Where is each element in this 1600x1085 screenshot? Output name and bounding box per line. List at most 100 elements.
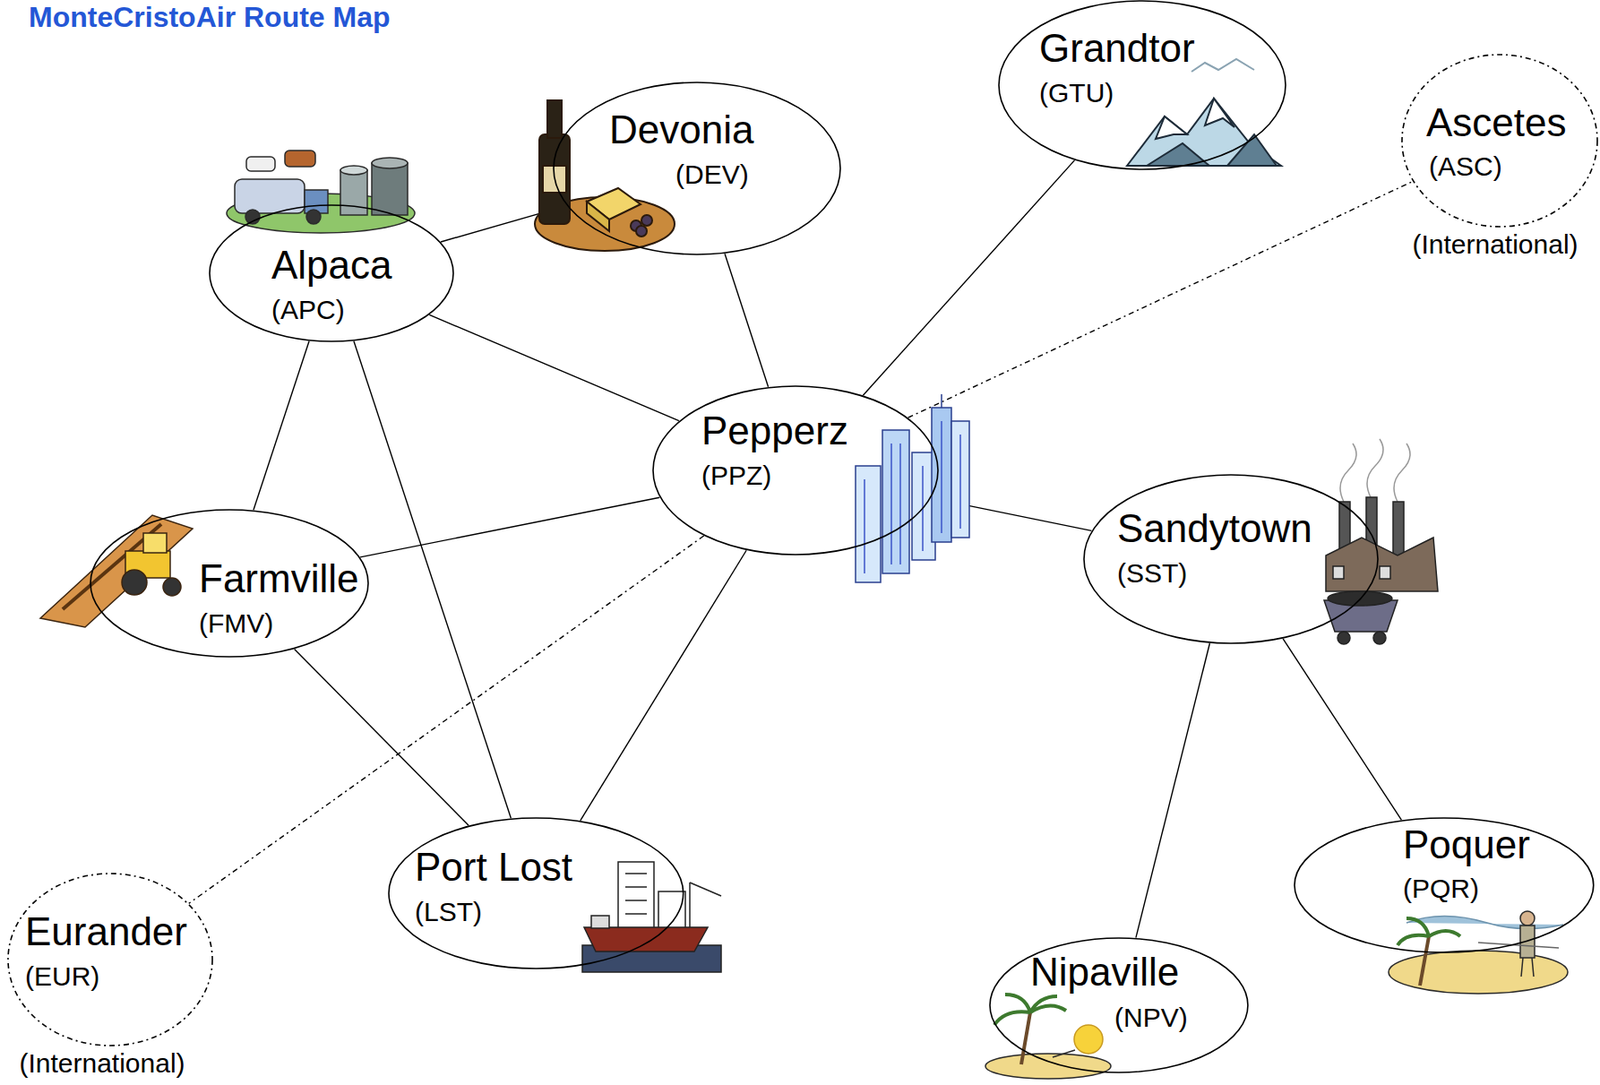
city-name: Devonia [609, 110, 754, 150]
region-note: (International) [18, 1049, 185, 1077]
ellipse-outline [7, 872, 214, 1047]
domestic-route [353, 341, 511, 818]
clipart-shape [586, 201, 610, 232]
clipart-shape [1126, 98, 1282, 166]
airport-outline [653, 386, 938, 555]
ellipse-outline [387, 817, 685, 970]
city-name: Farmville [198, 559, 359, 599]
clipart-shape [625, 872, 647, 875]
airport-code: (GTU) [1039, 79, 1114, 107]
airport-ellipse: Port Lost(LST) [387, 817, 685, 970]
clipart-shape [1419, 936, 1429, 986]
clipart-shape [1379, 566, 1391, 579]
clipart-shape [591, 915, 610, 929]
clipart-shape [1521, 957, 1523, 977]
clipart-shape [1367, 438, 1384, 498]
international-outline [1402, 54, 1598, 227]
clipart-shape [940, 394, 943, 408]
international-route [189, 535, 705, 904]
airport-outline [998, 0, 1286, 170]
clipart-shape [636, 225, 647, 237]
airport-outline [1083, 474, 1378, 644]
clipart-shape [121, 569, 147, 595]
clipart-shape [1393, 443, 1411, 502]
clipart-shape [1021, 1012, 1031, 1065]
clipart-shape [1520, 911, 1535, 926]
city-name: Nipaville [1030, 952, 1179, 992]
domestic-route [724, 253, 768, 388]
clipart-shape [340, 170, 368, 216]
clipart-shape [340, 165, 368, 175]
airport-outline [1294, 817, 1594, 953]
airport-code: (SST) [1117, 559, 1188, 587]
airport-code: (NPV) [1114, 1004, 1188, 1032]
international-outline [8, 873, 213, 1046]
airport-ellipse: Nipaville (NPV) [989, 937, 1249, 1074]
clipart-shape [959, 434, 962, 529]
clipart-shape [246, 156, 276, 172]
airport-ellipse: Pepperz(PPZ) [652, 385, 939, 556]
city-name: Eurander [25, 911, 188, 952]
airport-ellipse: Farmville (FMV) [89, 508, 370, 658]
clipart-shape [625, 886, 647, 888]
airport-outline [90, 509, 369, 657]
city-name: Sandytown [1117, 508, 1313, 549]
airport-code: (FMV) [198, 610, 274, 637]
clipart-shape [1337, 631, 1351, 645]
clipart-shape [1397, 918, 1461, 946]
clipart-shape [689, 882, 722, 896]
clipart-shape [951, 421, 970, 538]
airport-code: (PQR) [1402, 875, 1480, 903]
international-route [908, 180, 1413, 418]
airport-ellipse: Devonia(DEV) [552, 81, 842, 256]
map-title: MonteCristoAir Route Map [28, 1, 391, 34]
airport-ellipse: Grandtor (GTU) [997, 0, 1287, 171]
airport-ellipse: Sandytown (SST) [1083, 473, 1379, 645]
domestic-route [253, 341, 310, 511]
city-name: Alpaca [271, 245, 393, 285]
clipart-shape [890, 443, 893, 565]
clipart-shape [863, 479, 866, 574]
clipart-shape [1204, 98, 1235, 128]
clipart-shape [1052, 1049, 1076, 1058]
airport-code: (EUR) [25, 963, 100, 990]
clipart-shape [899, 443, 902, 565]
airport-ellipse: Eurander(EUR)(International) [7, 872, 214, 1047]
tractor-icon [40, 515, 193, 628]
clipart-shape [371, 157, 408, 169]
clipart-shape [1340, 443, 1357, 502]
domestic-route [580, 550, 747, 821]
clipart-shape [940, 421, 943, 534]
clipart-shape [1155, 116, 1188, 139]
clipart-shape [985, 1053, 1111, 1079]
city-name: Ascetes [1426, 103, 1567, 143]
clipart-shape [625, 912, 647, 915]
airport-code: (APC) [271, 296, 345, 324]
harbour-icon [582, 861, 722, 973]
clipart-shape [1333, 566, 1344, 579]
clipart-shape [625, 899, 647, 902]
factory-icon [1324, 438, 1438, 645]
clipart-shape [371, 163, 408, 216]
clipart-shape [143, 533, 167, 553]
clipart-shape [306, 209, 321, 224]
clipart-shape [994, 994, 1067, 1025]
city-name: Poquer [1402, 825, 1531, 865]
city-name: Grandtor [1039, 28, 1196, 69]
domestic-route [862, 160, 1075, 396]
airport-outline [989, 937, 1248, 1073]
domestic-route [1135, 643, 1210, 938]
clipart-shape [641, 215, 653, 226]
airport-code: (LST) [414, 898, 482, 926]
clipart-shape [882, 430, 910, 574]
clipart-shape [547, 100, 562, 138]
airport-outline [388, 817, 684, 969]
airport-code: (ASC) [1428, 153, 1503, 181]
clipart-shape [163, 577, 181, 596]
beach-fisher-icon [1388, 911, 1568, 994]
region-note: (International) [1411, 231, 1578, 259]
clipart-shape [1406, 916, 1564, 930]
domestic-route [429, 314, 680, 421]
